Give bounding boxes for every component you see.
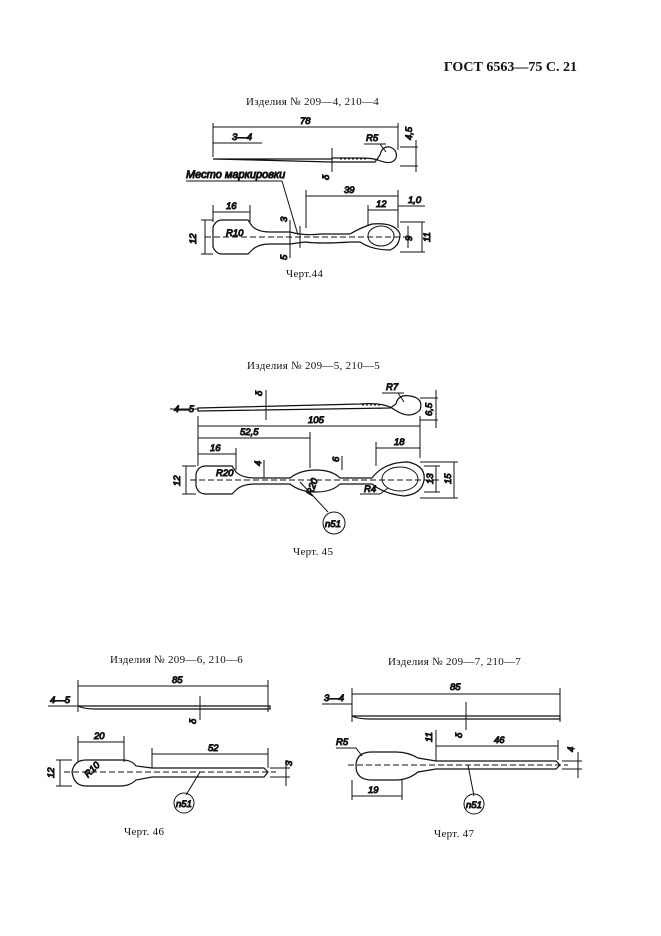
figure-47-title: Изделия № 209—7, 210—7	[388, 656, 522, 668]
fig47-dim-46: 46	[494, 735, 505, 746]
figure-46-drawing	[48, 680, 290, 814]
figure-44-caption: Черт.44	[286, 268, 324, 280]
figure-44-drawing	[186, 123, 425, 258]
fig44-dim-12: 12	[376, 199, 387, 210]
fig45-dim-r20b: R20	[304, 476, 321, 497]
fig45-dim-6: 6	[331, 456, 342, 462]
figure-47-caption: Черт. 47	[434, 828, 475, 840]
fig45-dim-15: 15	[443, 473, 454, 484]
fig47-dim-tip: 3—4	[324, 693, 344, 704]
fig47-dim-4: 4	[566, 747, 577, 752]
fig45-dim-525: 52,5	[240, 427, 259, 438]
fig45-dim-13: 13	[425, 473, 436, 484]
fig44-dim-16: 16	[226, 201, 237, 212]
fig44-dim-39: 39	[344, 185, 355, 196]
fig45-mark-label: n51	[325, 519, 341, 530]
figure-47-drawing	[322, 688, 582, 815]
figure-45-caption: Черт. 45	[293, 546, 334, 558]
fig44-dim-delta: δ	[321, 174, 332, 180]
fig45-dim-18: 18	[394, 437, 405, 448]
fig46-dim-52: 52	[208, 743, 219, 754]
figure-46-title: Изделия № 209—6, 210—6	[110, 654, 244, 666]
fig46-mark-label: n51	[176, 799, 192, 810]
fig45-dim-105: 105	[308, 415, 325, 426]
fig45-dim-tip: 4—5	[174, 404, 195, 415]
fig47-plan-outline	[355, 751, 561, 781]
figure-45-title: Изделия № 209—5, 210—5	[247, 360, 381, 372]
fig44-dim-9: 9	[404, 235, 415, 241]
fig44-dim-10: 1,0	[408, 195, 422, 206]
fig46-dim-h12: 12	[46, 767, 57, 778]
fig47-dim-delta: δ	[454, 732, 465, 738]
figure-45-drawing	[170, 390, 458, 535]
fig45-ring	[381, 466, 419, 492]
fig47-dim-11: 11	[424, 732, 435, 742]
fig45-dim-65: 6,5	[424, 402, 435, 416]
fig44-dim-tip: 3—4	[232, 132, 252, 143]
fig45-dim-r7: R7	[386, 382, 399, 393]
fig45-mark-circle	[322, 511, 346, 535]
fig44-dim-11: 11	[422, 232, 433, 242]
fig46-side-profile	[77, 705, 271, 710]
fig46-plan-outline	[71, 759, 269, 787]
fig47-mark-label: n51	[466, 800, 482, 811]
fig44-plan-outline	[212, 219, 401, 255]
fig45-dim-h12: 12	[172, 475, 183, 486]
fig45-dim-r4: R4	[364, 484, 376, 495]
fig46-dim-delta: δ	[188, 718, 199, 724]
fig44-dim-78: 78	[300, 116, 311, 127]
fig45-dim-4: 4	[253, 461, 264, 466]
fig46-dim-r10: R10	[82, 760, 103, 781]
fig44-dim-5: 5	[279, 254, 290, 260]
fig47-dim-r5: R5	[336, 737, 349, 748]
fig46-dim-20: 20	[93, 731, 105, 742]
fig45-side-profile	[197, 395, 422, 416]
figure-44-title: Изделия № 209—4, 210—4	[246, 96, 380, 108]
figure-46-caption: Черт. 46	[124, 826, 165, 838]
fig44-dim-h12: 12	[188, 233, 199, 244]
fig46-dim-85: 85	[172, 675, 183, 686]
fig44-dim-r10: R10	[226, 228, 244, 239]
fig44-dim-45: 4,5	[404, 126, 415, 140]
fig45-dim-16: 16	[210, 443, 221, 454]
fig44-side-profile	[212, 146, 397, 164]
fig44-ring	[367, 225, 395, 247]
fig44-dim-r5: R5	[366, 133, 379, 144]
fig44-marking-label: Место маркировки	[186, 169, 285, 181]
fig45-dim-r20: R20	[216, 468, 234, 479]
fig46-dim-3: 3	[284, 760, 295, 766]
fig46-mark-circle	[173, 792, 195, 814]
fig47-dim-85: 85	[450, 682, 461, 693]
fig47-dim-19: 19	[368, 785, 379, 796]
page-header: ГОСТ 6563—75 С. 21	[443, 60, 577, 75]
fig45-dim-delta: δ	[254, 390, 265, 396]
fig45-plan-outline	[195, 461, 425, 497]
fig47-side-profile	[351, 715, 561, 720]
fig46-dim-tip: 4—5	[50, 695, 71, 706]
fig47-mark-circle	[463, 793, 485, 815]
fig44-dim-3: 3	[279, 216, 290, 222]
